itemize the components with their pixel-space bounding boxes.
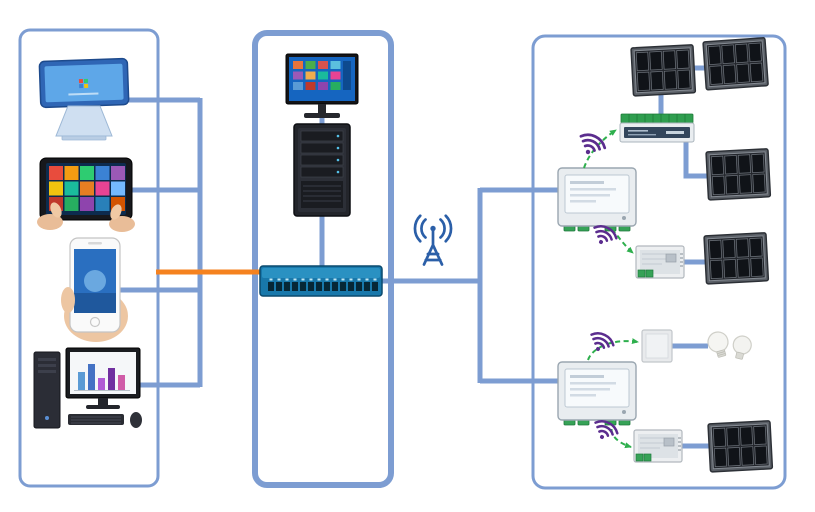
- tower-server-icon: [293, 123, 351, 217]
- antenna-icon: [413, 214, 453, 266]
- link-strip-flood3: [683, 140, 707, 179]
- touch-kiosk-icon: [38, 57, 130, 141]
- wireless-panel2-ctrl2: [610, 420, 632, 449]
- wireless-panel2-gwbox: [587, 338, 639, 361]
- floodlight-icon: [702, 36, 769, 91]
- wall-control-panel-icon: [557, 361, 637, 426]
- gateway-box-icon: [641, 329, 673, 363]
- rf-controller-module-icon: [635, 245, 685, 279]
- wall-control-panel-icon: [557, 167, 637, 232]
- floodlight-icon: [707, 420, 774, 473]
- floodlight-icon: [703, 232, 770, 285]
- smartphone-icon: [61, 237, 128, 342]
- rf-controller-module-icon: [633, 429, 683, 463]
- ethernet-switch-icon: [259, 265, 383, 297]
- floodlight-icon: [705, 148, 772, 201]
- wired-blue-links: [116, 65, 710, 449]
- led-controller-strip-icon: [619, 113, 695, 143]
- monitor-icon: [285, 53, 359, 118]
- tablet-icon: [37, 157, 135, 232]
- desktop-pc-icon: [33, 347, 142, 429]
- floodlight-icon: [630, 44, 697, 97]
